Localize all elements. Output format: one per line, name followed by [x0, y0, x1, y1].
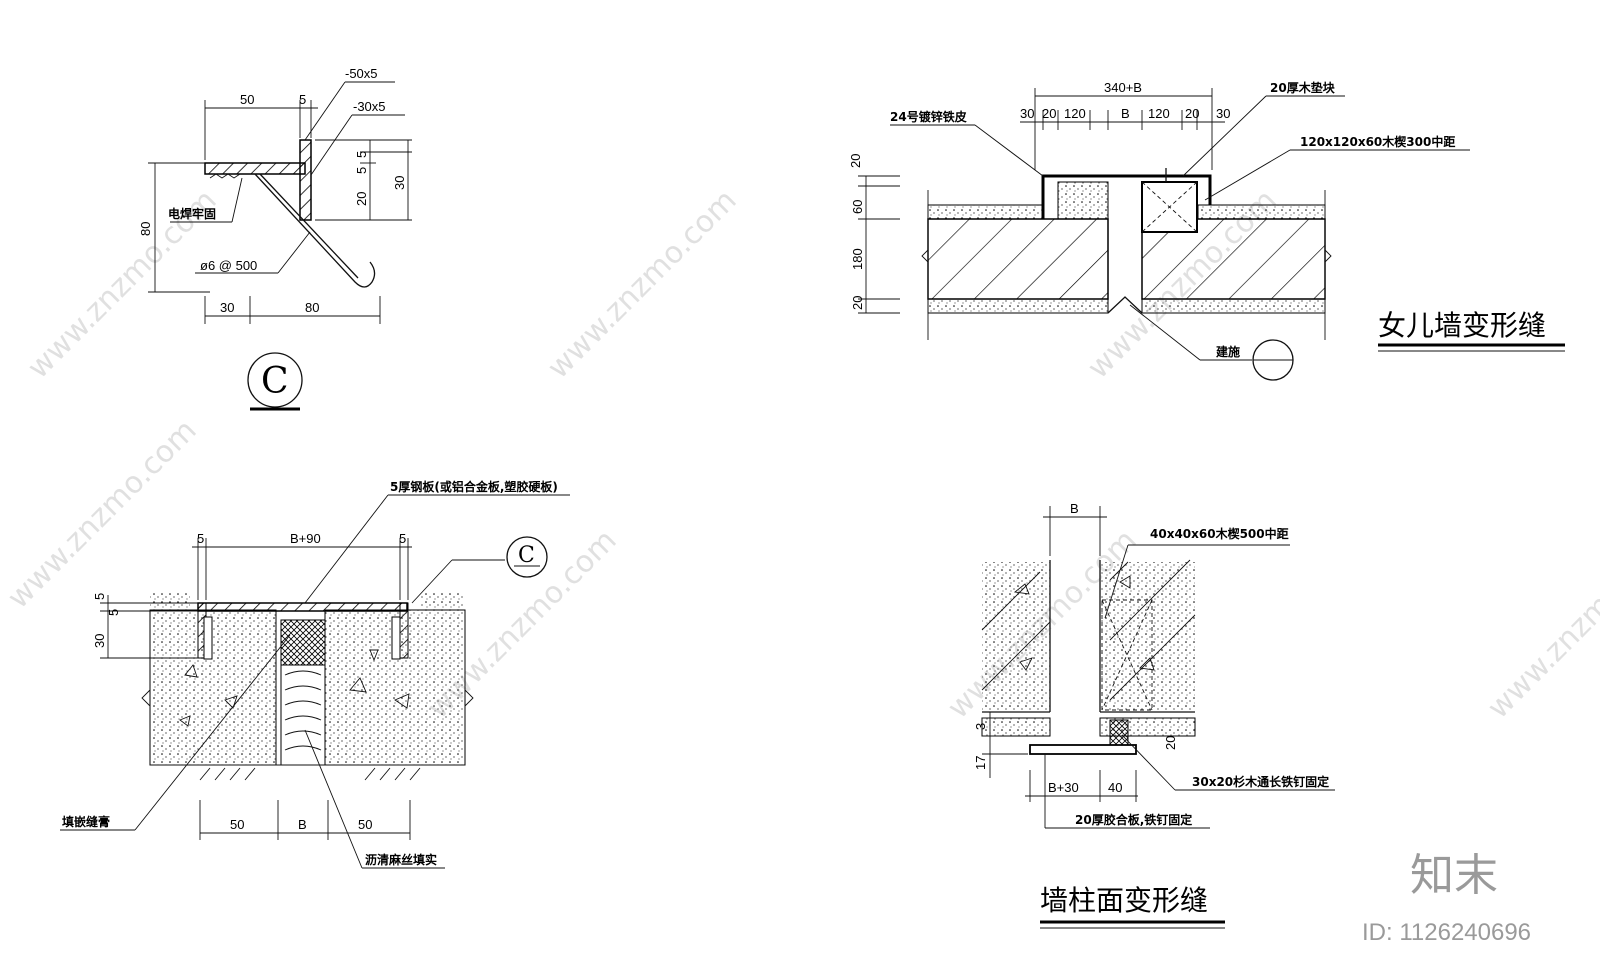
- dim-text: 3: [973, 723, 988, 730]
- dim-text: 30: [392, 176, 407, 190]
- dim-text: 5: [354, 167, 369, 174]
- dim-text: 30: [1020, 106, 1034, 121]
- dim-text: B+90: [290, 531, 321, 546]
- label-board: 20厚胶合板,铁钉固定: [1075, 812, 1192, 827]
- wall-column-joint-detail: B 3 17 20 40x40x60木楔500中距 30x20杉木通长铁钉固定 …: [973, 501, 1335, 929]
- label-plate1: -50x5: [345, 66, 378, 81]
- floor-joint-detail: 5 B+90 5 5 5 30 5厚钢板(或铝合金板,塑胶硬板) C 填嵌缝膏 …: [60, 479, 570, 869]
- dim-text: 20: [848, 154, 863, 168]
- dim-text: 50: [240, 92, 254, 107]
- label-strip: 30x20杉木通长铁钉固定: [1192, 774, 1329, 789]
- dim-text: 20: [354, 192, 369, 206]
- wall-title: 墙柱面变形缝: [1040, 884, 1208, 917]
- dim-text: 80: [138, 222, 153, 236]
- dim-text: 5: [354, 151, 369, 158]
- label-anchor: ø6 @ 500: [200, 258, 257, 273]
- parapet-title: 女儿墙变形缝: [1378, 309, 1546, 342]
- parapet-joint-detail: 340+B 30 20 120 B 120 20 30 20 60 180 20…: [848, 80, 1565, 381]
- dim-text: 340+B: [1104, 80, 1142, 95]
- dim-text: 5: [197, 531, 204, 546]
- dim-text: 120: [1148, 106, 1170, 121]
- dim-text: 5: [106, 609, 121, 616]
- dim-text: 60: [850, 200, 865, 214]
- label-plate: 5厚钢板(或铝合金板,塑胶硬板): [390, 479, 558, 494]
- marker-letter: C: [261, 361, 289, 402]
- brand-logo: 知末: [1410, 850, 1498, 901]
- dim-text: 180: [850, 248, 865, 270]
- label-wedge: 120x120x60木楔300中距: [1300, 134, 1455, 149]
- vertical-plate: [299, 139, 312, 221]
- label-sheet: 24号镀锌铁皮: [890, 109, 967, 124]
- dim-text: 5: [299, 92, 306, 107]
- dim-text: 30: [92, 634, 107, 648]
- watermark-text: www.znzmo.com: [1, 413, 204, 616]
- dim-text: 30: [220, 300, 234, 315]
- dim-text: 5: [399, 531, 406, 546]
- brand-watermark: 知末 ID: 1126240696: [1362, 850, 1531, 946]
- dim-text: 50: [230, 817, 244, 832]
- label-ref: 建施: [1215, 344, 1240, 359]
- dim-text: 120: [1064, 106, 1086, 121]
- dim-text: 80: [305, 300, 319, 315]
- anchor-bar: [254, 173, 376, 288]
- dim-text: B: [298, 817, 307, 832]
- dim-text: 50: [358, 817, 372, 832]
- dim-text: 20: [1185, 106, 1199, 121]
- dim-text: B: [1121, 106, 1130, 121]
- marker-letter: C: [518, 543, 535, 568]
- dim-text: 17: [973, 756, 988, 770]
- watermark-text: www.znzmo.com: [541, 183, 744, 386]
- watermark-text: www.znzmo.com: [1481, 523, 1600, 726]
- dim-text: 5: [92, 593, 107, 600]
- dim-text: 20: [1042, 106, 1056, 121]
- label-weld: 电焊牢固: [168, 206, 216, 221]
- label-hemp: 沥清麻丝填实: [365, 852, 437, 867]
- label-plate2: -30x5: [353, 99, 386, 114]
- dim-text: 20: [850, 296, 865, 310]
- detail-c: 50 5 -50x5 -30x5 80 5 5 20 30 电焊牢固 ø6 @ …: [138, 66, 412, 411]
- label-pad: 20厚木垫块: [1270, 80, 1336, 95]
- detail-marker: [247, 352, 303, 408]
- dim-text: 30: [1216, 106, 1230, 121]
- dim-text: 20: [1163, 736, 1178, 750]
- dim-text: B: [1070, 501, 1079, 516]
- image-id: ID: 1126240696: [1362, 919, 1531, 946]
- dim-text: 40: [1108, 780, 1122, 795]
- dim-text: B+30: [1048, 780, 1079, 795]
- label-wedge: 40x40x60木楔500中距: [1150, 526, 1289, 541]
- horizontal-plate: [204, 162, 306, 175]
- label-caulk: 填嵌缝膏: [62, 814, 110, 829]
